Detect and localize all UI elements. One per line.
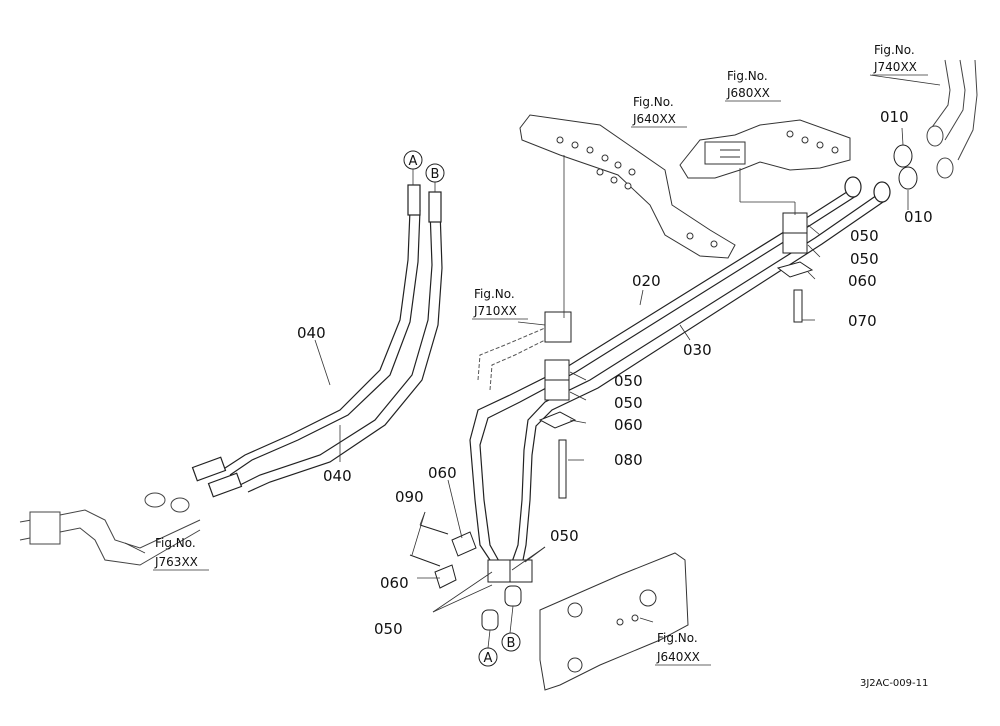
- clamp-lower: [409, 524, 533, 631]
- hose-040: [191, 184, 443, 498]
- connector-a-bottom: A: [478, 647, 498, 667]
- clamp-middle: [538, 311, 577, 499]
- fig-title-j640-top: Fig.No.: [633, 95, 674, 109]
- connector-b-top: B: [425, 163, 445, 183]
- label-050-mid-2: 050: [614, 394, 643, 412]
- label-020: 020: [632, 272, 661, 290]
- fitting-010: [893, 144, 918, 190]
- fig-code-j710: J710XX: [473, 304, 517, 318]
- drawing-code: 3J2AC-009-11: [860, 678, 928, 689]
- label-070: 070: [848, 312, 877, 330]
- fig-title-j710: Fig.No.: [474, 287, 515, 301]
- svg-text:A: A: [409, 154, 418, 169]
- fig-title-j680: Fig.No.: [727, 69, 768, 83]
- bracket-j640-top: [519, 114, 736, 259]
- connector-a-top: A: [403, 150, 423, 170]
- fig-references: Fig.No. J740XX Fig.No. J680XX Fig.No. J6…: [153, 43, 928, 666]
- fig-code-j740: J740XX: [873, 60, 917, 74]
- label-060-lower-left: 060: [380, 574, 409, 592]
- fig-code-j680: J680XX: [726, 86, 770, 100]
- label-050-lower-left: 050: [374, 620, 403, 638]
- label-010-bottom: 010: [904, 208, 933, 226]
- clamp-upper-right: [776, 212, 814, 323]
- fig-title-j763: Fig.No.: [155, 536, 196, 550]
- connector-markers: A B A B: [403, 150, 521, 667]
- part-labels: 010 010 020 030 040 040 050 050 050 050 …: [297, 108, 933, 638]
- svg-text:A: A: [484, 651, 493, 666]
- fig-code-j640-bottom: J640XX: [656, 650, 700, 664]
- label-080: 080: [614, 451, 643, 469]
- svg-text:B: B: [507, 636, 516, 651]
- pipe-020-030: [469, 176, 891, 566]
- svg-text:B: B: [431, 167, 440, 182]
- fig-title-j740: Fig.No.: [874, 43, 915, 57]
- label-090: 090: [395, 488, 424, 506]
- label-050-right-2: 050: [850, 250, 879, 268]
- pipe-j740: [926, 59, 978, 179]
- label-060-lower-top: 060: [428, 464, 457, 482]
- leader-lines: [124, 74, 941, 649]
- label-040-upper: 040: [297, 324, 326, 342]
- label-060-mid: 060: [614, 416, 643, 434]
- fig-code-j763: J763XX: [154, 555, 198, 569]
- fig-code-j640-top: J640XX: [632, 112, 676, 126]
- label-030: 030: [683, 341, 712, 359]
- plate-j640-bottom: [539, 552, 689, 691]
- pipe-j763: [19, 492, 201, 566]
- label-040-lower: 040: [323, 467, 352, 485]
- label-050-lower-right: 050: [550, 527, 579, 545]
- pipe-j710: [477, 327, 546, 391]
- bracket-j680: [679, 119, 851, 179]
- label-050-mid-1: 050: [614, 372, 643, 390]
- fig-title-j640-bottom: Fig.No.: [657, 631, 698, 645]
- label-060-right: 060: [848, 272, 877, 290]
- connector-b-bottom: B: [501, 632, 521, 652]
- label-050-right-1: 050: [850, 227, 879, 245]
- label-010-top: 010: [880, 108, 909, 126]
